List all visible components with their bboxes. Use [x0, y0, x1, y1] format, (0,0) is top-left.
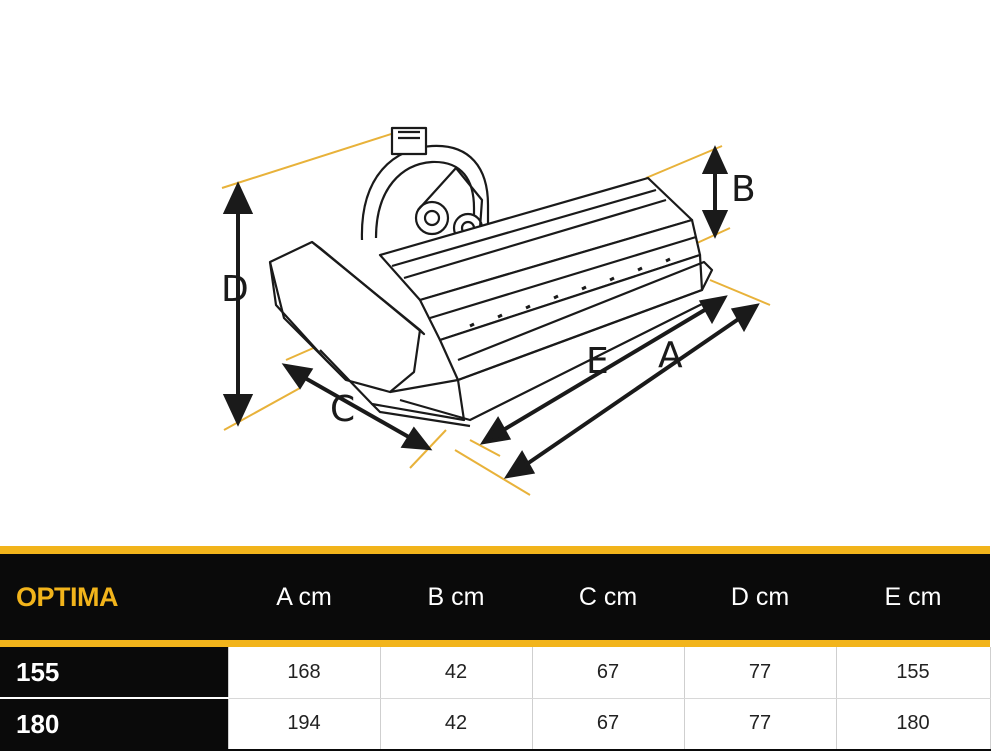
- table-header-bar: [0, 640, 990, 647]
- cell-c: 67: [532, 647, 685, 699]
- machine-body: [268, 126, 714, 428]
- label-a: A: [658, 335, 683, 376]
- cell-a: 168: [228, 647, 381, 699]
- label-b: B: [731, 169, 756, 210]
- table-top-bar: [0, 546, 990, 554]
- cell-b: 42: [380, 698, 533, 751]
- spec-table: OPTIMA A cm B cm C cm D cm E cm 155 168 …: [0, 546, 991, 751]
- cell-b: 42: [380, 647, 533, 699]
- model-cell: 180: [0, 698, 229, 751]
- cell-d: 77: [684, 698, 837, 751]
- col-header-c: C cm: [532, 554, 684, 640]
- cell-c: 67: [532, 698, 685, 751]
- model-cell: 155: [0, 647, 229, 699]
- mulcher-drawing: [221, 126, 771, 496]
- col-header-a: A cm: [228, 554, 380, 640]
- label-d: D: [221, 269, 249, 310]
- cell-d: 77: [684, 647, 837, 699]
- label-c: C: [330, 389, 356, 430]
- cell-e: 155: [836, 647, 991, 699]
- col-header-e: E cm: [836, 554, 990, 640]
- table-row: 180 194 42 67 77 180: [0, 698, 991, 751]
- col-header-b: B cm: [380, 554, 532, 640]
- dimension-diagram: D B C E A: [221, 126, 771, 496]
- brand-name: OPTIMA: [0, 554, 228, 640]
- cell-e: 180: [836, 698, 991, 751]
- cell-a: 194: [228, 698, 381, 751]
- dimension-arrows: [222, 145, 760, 479]
- table-row: 155 168 42 67 77 155: [0, 647, 991, 699]
- col-header-d: D cm: [684, 554, 836, 640]
- table-header-row: OPTIMA A cm B cm C cm D cm E cm: [0, 554, 990, 640]
- label-e: E: [586, 341, 609, 382]
